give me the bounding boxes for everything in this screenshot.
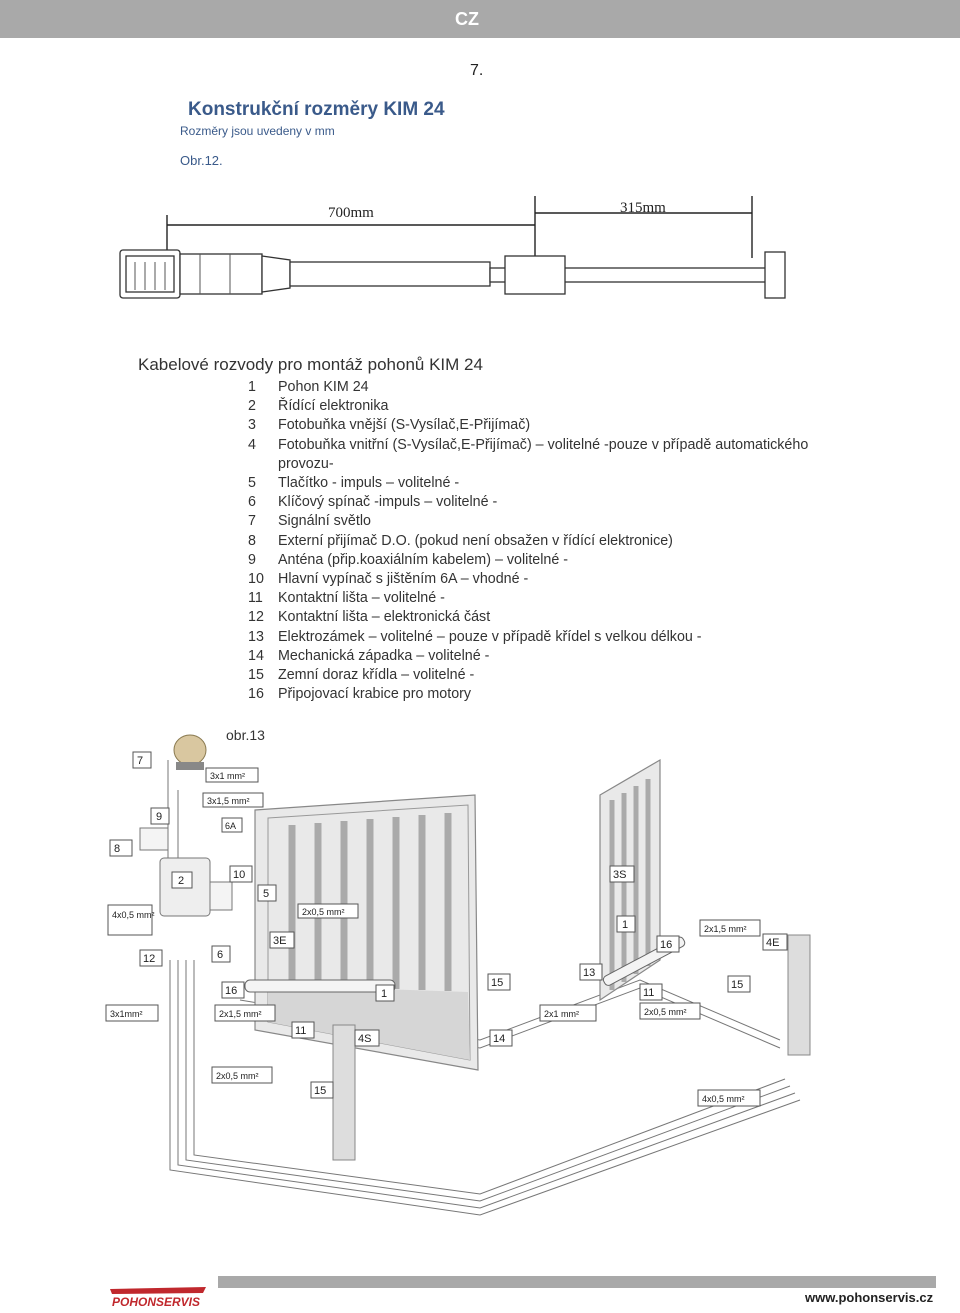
svg-text:15: 15: [314, 1085, 326, 1097]
svg-text:16: 16: [225, 985, 237, 997]
pohonservis-logo: POHONSERVIS: [110, 1287, 206, 1309]
svg-text:3S: 3S: [613, 869, 626, 881]
svg-text:7: 7: [137, 755, 143, 767]
website-url: www.pohonservis.cz: [805, 1290, 934, 1305]
svg-text:5: 5: [263, 888, 269, 900]
operator-dimension-drawing: 700mm 315mm: [119, 196, 786, 299]
wiring-installation-diagram: .lab{font-family:"Liberation Sans",sans-…: [105, 734, 811, 1216]
svg-text:2x0,5 mm²: 2x0,5 mm²: [302, 907, 345, 917]
svg-text:15: 15: [491, 977, 503, 989]
svg-text:10: 10: [233, 869, 245, 881]
svg-text:1: 1: [381, 988, 387, 1000]
svg-text:2x1,5 mm²: 2x1,5 mm²: [704, 924, 747, 934]
svg-text:11: 11: [295, 1025, 306, 1037]
svg-text:2x1,5 mm²: 2x1,5 mm²: [219, 1009, 262, 1019]
svg-text:13: 13: [583, 967, 595, 979]
svg-text:1: 1: [622, 919, 628, 931]
section-title-dimensions: Konstrukční rozměry KIM 24: [188, 99, 445, 120]
svg-text:9: 9: [156, 811, 162, 823]
svg-text:3E: 3E: [273, 935, 286, 947]
gate-post-rear: [787, 934, 811, 1056]
svg-text:4S: 4S: [358, 1033, 371, 1045]
svg-text:15: 15: [731, 979, 743, 991]
svg-text:2x0,5 mm²: 2x0,5 mm²: [216, 1071, 259, 1081]
svg-text:3x1,5 mm²: 3x1,5 mm²: [207, 796, 250, 806]
svg-text:2: 2: [178, 875, 184, 887]
figure-label-13: obr.13: [226, 727, 265, 743]
warning-lamp-icon: [173, 734, 207, 766]
svg-text:14: 14: [493, 1033, 505, 1045]
svg-text:3x1 mm²: 3x1 mm²: [210, 771, 245, 781]
svg-text:12: 12: [143, 953, 155, 965]
section-subtitle: Rozměry jsou uvedeny v mm: [180, 124, 335, 138]
svg-text:11: 11: [643, 987, 654, 999]
svg-text:4x0,5 mm²: 4x0,5 mm²: [702, 1094, 745, 1104]
page-number: 7.: [470, 62, 484, 79]
svg-text:6A: 6A: [225, 821, 236, 831]
svg-text:POHONSERVIS: POHONSERVIS: [112, 1295, 200, 1309]
svg-text:3x1mm²: 3x1mm²: [110, 1009, 143, 1019]
svg-text:4E: 4E: [766, 937, 779, 949]
svg-text:2x0,5 mm²: 2x0,5 mm²: [644, 1007, 687, 1017]
motor-front: [244, 979, 396, 993]
header-bar: CZ: [0, 0, 960, 38]
svg-text:4x0,5 mm²: 4x0,5 mm²: [112, 910, 155, 920]
gate-post-front: [332, 1024, 356, 1161]
svg-text:16: 16: [660, 939, 672, 951]
footer-bar: [218, 1276, 936, 1288]
section-title-wiring: Kabelové rozvody pro montáž pohonů KIM 2…: [138, 355, 483, 374]
language-label: CZ: [455, 9, 479, 29]
svg-text:6: 6: [217, 949, 223, 961]
dim-total-label: 700mm: [328, 205, 374, 221]
figure-label-12: Obr.12.: [180, 153, 223, 168]
svg-text:2x1 mm²: 2x1 mm²: [544, 1009, 579, 1019]
svg-text:8: 8: [114, 843, 120, 855]
dim-bracket-label: 315mm: [620, 200, 666, 216]
